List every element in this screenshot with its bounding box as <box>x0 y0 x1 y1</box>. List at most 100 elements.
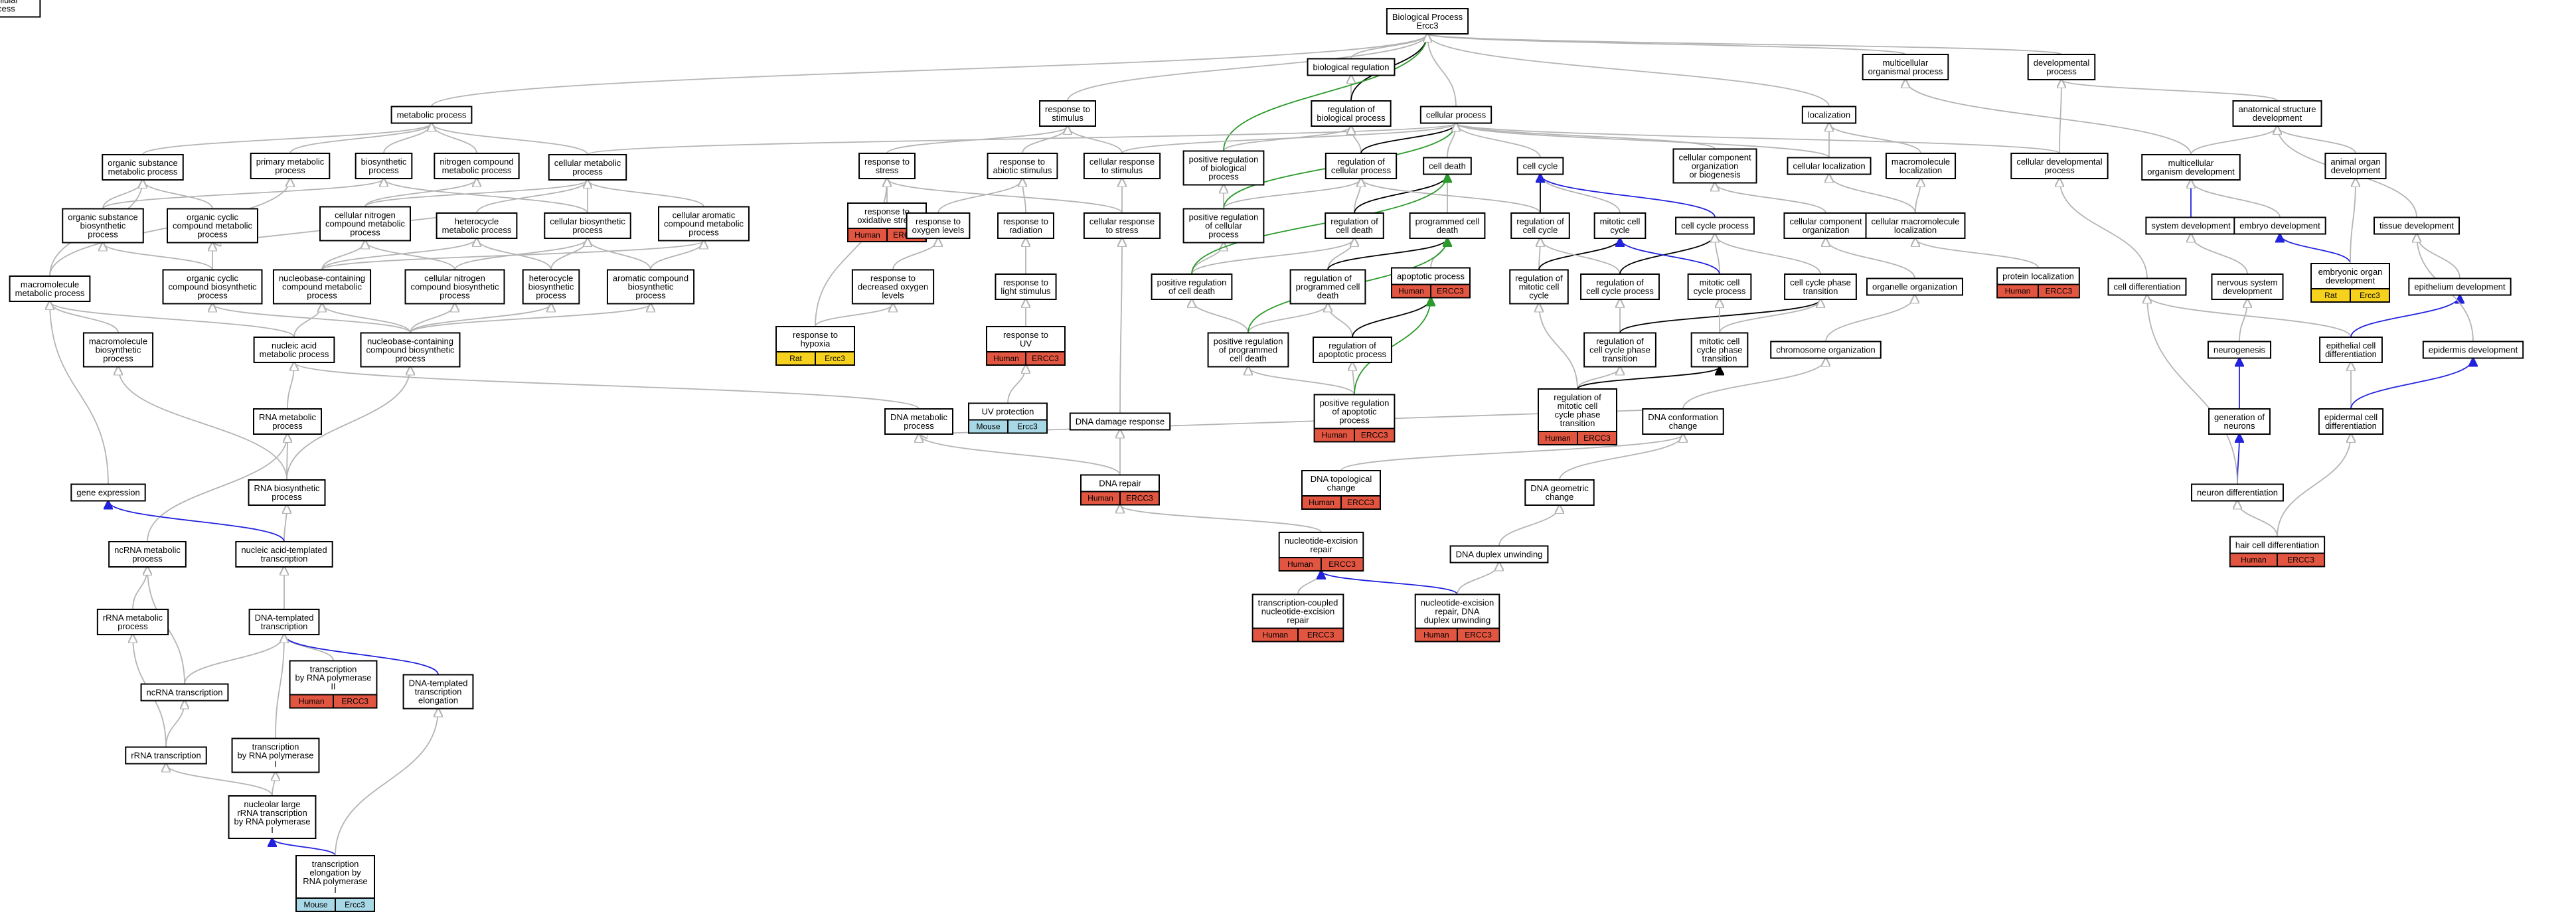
go-term-node-localization[interactable]: localization <box>1801 106 1857 124</box>
go-term-node-cell-cycle[interactable]: cell cycle <box>1516 157 1564 175</box>
go-term-node-dna-damage-response[interactable]: DNA damage response <box>1069 412 1171 431</box>
go-term-node-cellular-process[interactable]: cellular process <box>1419 106 1492 124</box>
go-term-node-organelle-organization[interactable]: organelle organization <box>1866 277 1963 296</box>
go-term-node-biological-regulation[interactable]: biological regulation <box>1307 58 1396 76</box>
go-term-node-embryo-development[interactable]: embryo development <box>2233 216 2326 235</box>
go-term-node-metabolic-process[interactable]: metabolic process <box>390 106 473 124</box>
go-term-node-cell-differentiation[interactable]: cell differentiation <box>2107 277 2187 296</box>
go-term-node-neuron-differentiation[interactable]: neuron differentiation <box>2191 483 2284 502</box>
go-term-node-cell-cycle-process[interactable]: cell cycle process <box>1675 216 1755 235</box>
go-term-node-tissue-development[interactable]: tissue development <box>2373 216 2460 235</box>
go-term-node-epidermis-development[interactable]: epidermis development <box>2422 341 2524 359</box>
go-term-node-neurogenesis[interactable]: neurogenesis <box>2207 341 2272 359</box>
go-term-node-cell-death[interactable]: cell death <box>1423 157 1472 175</box>
go-term-node-rrna-transcription[interactable]: rRNA transcription <box>125 746 207 765</box>
go-term-node-epithelium-development[interactable]: epithelium development <box>2408 277 2512 296</box>
